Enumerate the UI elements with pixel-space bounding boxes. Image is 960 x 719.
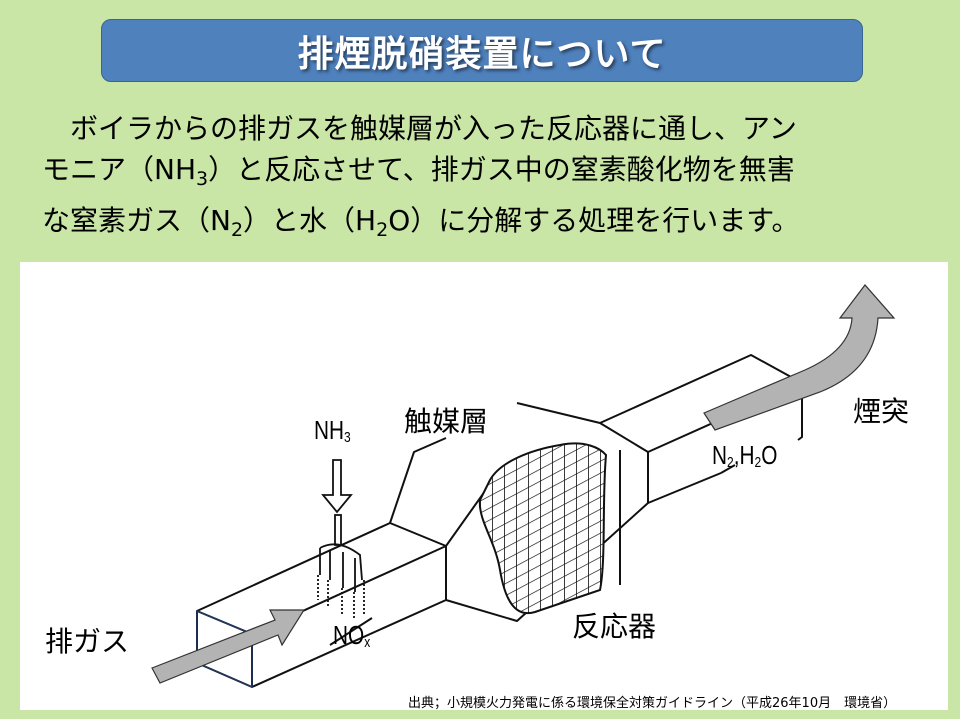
chimney-label: 煙突 [853,395,910,428]
outlet-gas-arrow [703,284,896,431]
catalyst-leader-line [389,437,447,524]
description-line-3: な窒素ガス（N2）と水（H2O）に分解する処理を行います。 [42,204,800,241]
catalyst-layer-label: 触媒層 [404,405,489,438]
exhaust-gas-label: 排ガス [45,625,130,658]
outlet-duct-outline [599,354,803,504]
ammonia-injector [317,459,365,620]
description-line-1: ボイラからの排ガスを触媒層が入った反応器に通し、アン [42,112,797,145]
nox-label: NOx [333,620,371,651]
inlet-gas-arrow [151,609,306,684]
reactor-label: 反応器 [572,610,657,643]
source-citation: 出典；小規模火力発電に係る環境保全対策ガイドライン（平成26年10月 環境省） [408,696,897,711]
reactor-outline [445,402,649,622]
page-title: 排煙脱硝装置について [297,33,667,75]
description-line-2: モニア（NH3）と反応させて、排ガス中の窒素酸化物を無害 [42,153,795,190]
title-banner: 排煙脱硝装置について [101,19,863,82]
catalyst-blocks [479,443,606,614]
n2-h2o-label: N2,H2O [712,440,778,471]
nh3-label: NH3 [314,415,351,446]
outlet-leader-line [720,464,736,474]
description: ボイラからの排ガスを触媒層が入った反応器に通し、アン モニア（NH3）と反応させ… [42,108,942,251]
diagram-panel [20,262,948,710]
nox-leader-line [329,617,373,646]
